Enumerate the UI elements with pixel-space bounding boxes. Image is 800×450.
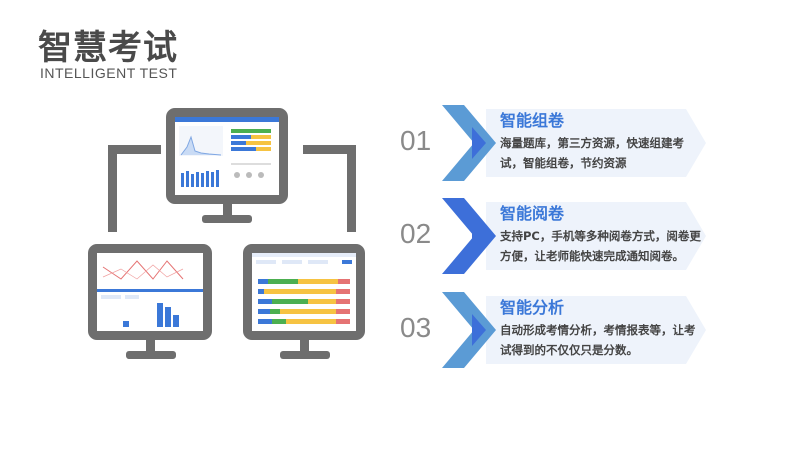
monitor-screen [166, 108, 288, 204]
analysis-thumbnail [97, 260, 203, 327]
feature-title: 智能分析 [500, 298, 565, 317]
feature-smart-compose: 01 智能组卷 海量题库，第三方资源，快速组建考试，智能组卷，节约资源 [400, 103, 720, 183]
feature-number: 03 [400, 312, 432, 343]
chevron-arrow-icon [442, 292, 496, 368]
feature-band [486, 202, 706, 270]
feature-description: 自动形成考情分析，考情报表等，让考试得到的不仅仅只是分数。 [500, 323, 696, 357]
feature-title: 智能阅卷 [500, 204, 565, 223]
chevron-arrow-icon [442, 105, 496, 181]
feature-band [486, 296, 706, 364]
feature-number: 01 [400, 125, 432, 156]
connector-left [108, 145, 161, 232]
feature-band [486, 109, 706, 177]
feature-description: 海量题库，第三方资源，快速组建考试，智能组卷，节约资源 [500, 136, 684, 170]
feature-smart-grading: 02 智能阅卷 支持PC，手机等多种阅卷方式，阅卷更方便，让老师能快速完成通知阅… [400, 196, 720, 276]
feature-number: 02 [400, 218, 432, 249]
connector-right [303, 145, 356, 232]
page-title: 智慧考试 [38, 28, 178, 68]
monitor-screen [243, 244, 365, 340]
dashboard-thumbnail [175, 117, 279, 187]
feature-smart-analysis: 03 智能分析 自动形成考情分析，考情报表等，让考试得到的不仅仅只是分数。 [400, 290, 720, 370]
feature-title: 智能组卷 [500, 111, 565, 130]
grading-thumbnail [252, 253, 356, 324]
page-subtitle: INTELLIGENT TEST [40, 65, 178, 81]
feature-description: 支持PC，手机等多种阅卷方式，阅卷更方便，让老师能快速完成通知阅卷。 [500, 229, 701, 263]
monitor-screen [88, 244, 212, 340]
chevron-arrow-icon [442, 198, 496, 274]
